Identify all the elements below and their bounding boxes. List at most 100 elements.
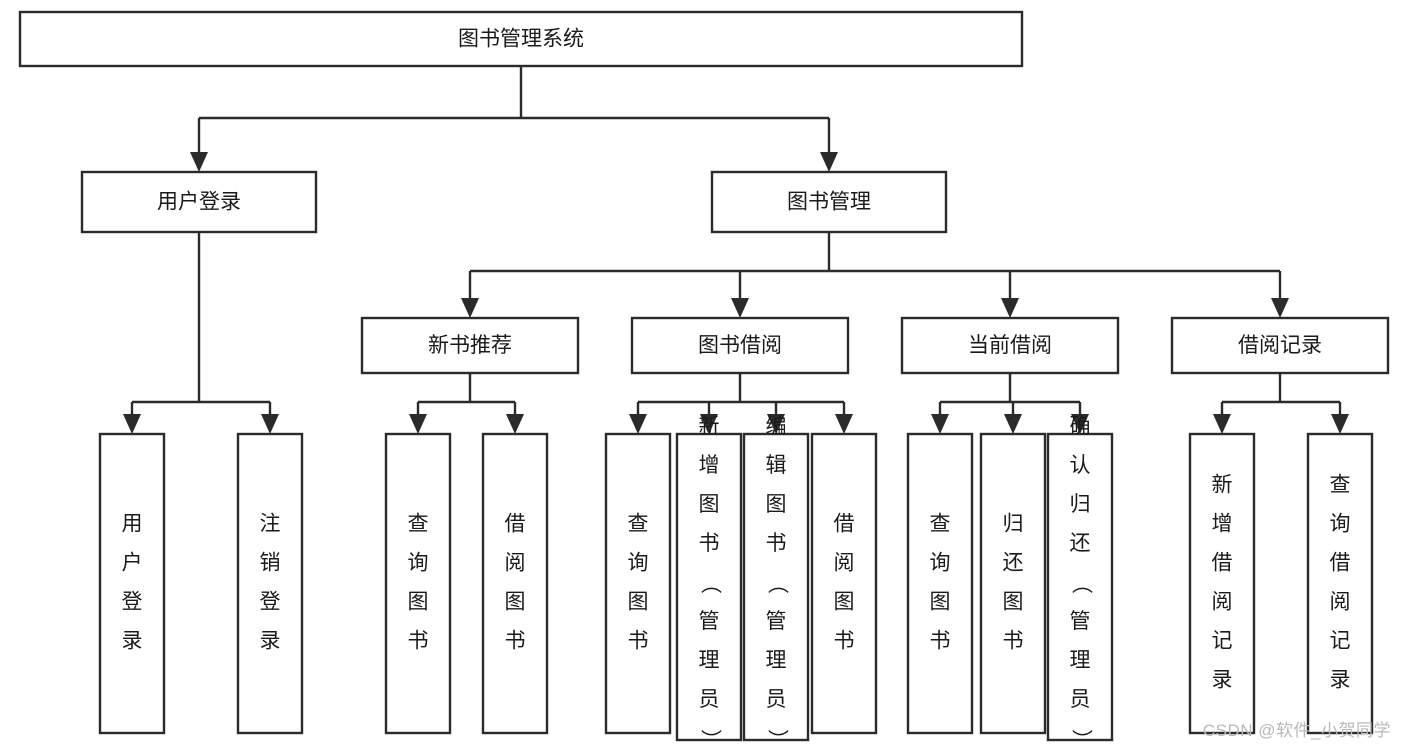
label-char: 图	[834, 591, 855, 614]
node-leaf-add-book[interactable]	[675, 432, 743, 742]
node-leaf-edit-book[interactable]	[742, 432, 810, 742]
label-char: ）	[1069, 729, 1092, 747]
label-char: 用	[122, 513, 143, 536]
node-book-management[interactable]	[710, 170, 948, 234]
arrow-head-icon	[1071, 414, 1089, 434]
label-char: 记	[1212, 630, 1233, 653]
label-char: 书	[505, 630, 526, 653]
arrow-head-icon	[506, 414, 524, 434]
node-book-borrow[interactable]	[630, 316, 850, 375]
node-leaf-query-book-3[interactable]	[906, 432, 974, 735]
arrow-head-icon	[820, 152, 838, 172]
node-leaf-add-record[interactable]	[1188, 432, 1256, 735]
label-char: 销	[260, 552, 281, 575]
label-char: 员	[699, 688, 720, 711]
arrow-head-icon	[931, 414, 949, 434]
arrow-head-icon	[1004, 414, 1022, 434]
node-book-management-label: 图书管理	[787, 191, 871, 214]
label-char: 录	[260, 630, 281, 653]
label-char: 登	[122, 591, 143, 614]
arrow-head-icon	[1213, 414, 1231, 434]
arrow-head-icon	[409, 414, 427, 434]
label-char: 书	[930, 630, 951, 653]
label-char: 图	[930, 591, 951, 614]
node-book-borrow-label: 图书借阅	[698, 334, 782, 357]
arrow-head-icon	[261, 414, 279, 434]
label-char: 借	[1212, 552, 1233, 575]
node-leaf-borrow-book-1[interactable]	[481, 432, 549, 735]
node-leaf-query-book-2[interactable]	[604, 432, 672, 735]
label-char: 阅	[834, 552, 855, 575]
label-char: 管	[766, 610, 787, 633]
label-char: 查	[408, 513, 429, 536]
node-new-book-recommend[interactable]	[360, 316, 580, 375]
label-char: 询	[1330, 513, 1351, 536]
label-char: 辑	[766, 454, 787, 477]
label-char: 图	[766, 493, 787, 516]
node-borrow-record-label: 借阅记录	[1238, 334, 1322, 357]
label-char: 书	[1003, 630, 1024, 653]
node-leaf-user-login[interactable]	[98, 432, 166, 735]
node-root[interactable]	[18, 10, 1024, 68]
arrow-head-icon	[1001, 298, 1019, 318]
label-char: 员	[766, 688, 787, 711]
node-leaf-confirm-return[interactable]	[1046, 432, 1114, 742]
arrow-head-icon	[767, 414, 785, 434]
label-char: 新	[699, 415, 720, 438]
label-char: 员	[1070, 688, 1091, 711]
label-char: 借	[834, 513, 855, 536]
label-char: 借	[505, 513, 526, 536]
arrow-head-icon	[1331, 414, 1349, 434]
label-char: 书	[408, 630, 429, 653]
label-char: 查	[1330, 474, 1351, 497]
node-user-login[interactable]	[80, 170, 318, 234]
arrow-head-icon	[123, 414, 141, 434]
label-char: 阅	[505, 552, 526, 575]
node-layer: 图书管理系统用户登录图书管理新书推荐图书借阅当前借阅借阅记录用户登录注销登录查询…	[18, 10, 1390, 747]
connector-layer	[123, 66, 1349, 434]
arrow-head-icon	[1271, 298, 1289, 318]
node-borrow-record[interactable]	[1170, 316, 1390, 375]
label-char: 注	[260, 513, 281, 536]
label-char: 借	[1330, 552, 1351, 575]
label-char: 录	[122, 630, 143, 653]
node-user-login-label: 用户登录	[157, 191, 241, 214]
node-leaf-query-book-1[interactable]	[384, 432, 452, 735]
label-char: 书	[628, 630, 649, 653]
node-leaf-user-logout[interactable]	[236, 432, 304, 735]
node-current-borrow[interactable]	[900, 316, 1120, 375]
label-char: 阅	[1212, 591, 1233, 614]
label-char: 图	[505, 591, 526, 614]
label-char: 图	[1003, 591, 1024, 614]
label-char: ）	[765, 729, 788, 747]
label-char: 确	[1070, 415, 1091, 438]
node-new-book-recommend-label: 新书推荐	[428, 334, 512, 357]
label-char: 书	[834, 630, 855, 653]
node-leaf-user-login-label: 用户登录	[122, 513, 143, 653]
label-char: （	[1069, 573, 1092, 594]
node-leaf-return-book[interactable]	[979, 432, 1047, 735]
label-char: 录	[1330, 669, 1351, 692]
label-char: 理	[1070, 649, 1091, 672]
label-char: 增	[1212, 513, 1233, 536]
node-leaf-query-record[interactable]	[1306, 432, 1374, 735]
label-char: 查	[628, 513, 649, 536]
label-char: （	[765, 573, 788, 594]
label-char: 还	[1070, 532, 1091, 555]
node-leaf-borrow-book-2[interactable]	[810, 432, 878, 735]
label-char: 图	[699, 493, 720, 516]
label-char: 阅	[1330, 591, 1351, 614]
label-char: 书	[766, 532, 787, 555]
label-char: 管	[699, 610, 720, 633]
label-char: 询	[628, 552, 649, 575]
label-char: 理	[699, 649, 720, 672]
